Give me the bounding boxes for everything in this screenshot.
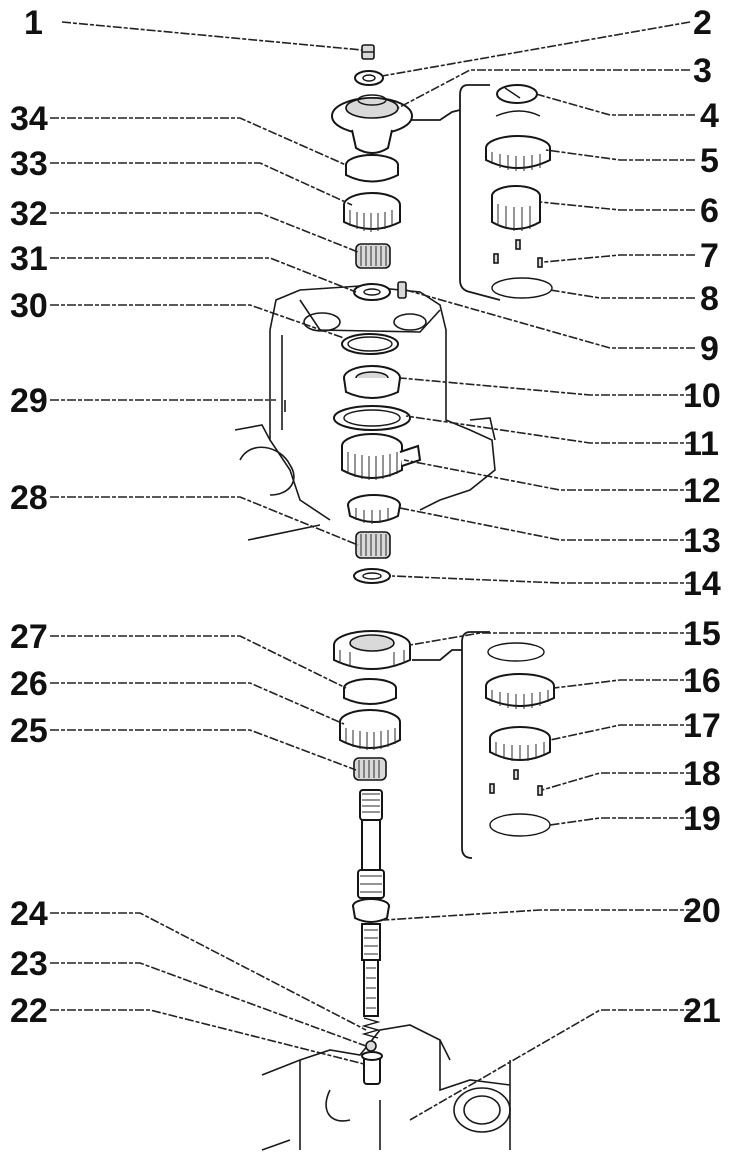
- part-7-detent-pins: [493, 239, 543, 268]
- callout-6: 6: [700, 192, 719, 230]
- part-14-washer: [353, 568, 391, 584]
- callout-7: 7: [700, 237, 719, 275]
- part-32-needle-bearing: [355, 243, 391, 269]
- part-30-ring: [341, 333, 399, 355]
- callout-11: 11: [683, 425, 719, 463]
- callout-30: 30: [10, 287, 48, 325]
- part-23-ball: [365, 1040, 377, 1052]
- part-12-gear-assembly: [341, 433, 422, 480]
- callout-20: 20: [683, 892, 721, 930]
- part-4-clip: [495, 84, 541, 117]
- callout-17: 17: [683, 707, 721, 745]
- part-8-snap-ring: [491, 277, 553, 299]
- callout-1: 1: [24, 4, 43, 42]
- callout-23: 23: [10, 945, 48, 983]
- part-27-ring: [343, 678, 397, 705]
- callout-31: 31: [10, 240, 48, 278]
- part-10-bearing: [343, 365, 401, 399]
- part-19-snap-ring: [489, 813, 551, 837]
- callout-18: 18: [683, 755, 721, 793]
- callout-29: 29: [10, 382, 48, 420]
- callout-19: 19: [683, 800, 721, 838]
- part-24-spring: [361, 1017, 381, 1039]
- part-18-detent-pins: [489, 769, 543, 796]
- callout-22: 22: [10, 992, 48, 1030]
- callout-24: 24: [10, 895, 48, 933]
- callout-16: 16: [683, 662, 721, 700]
- part-5-needle-cage: [485, 135, 551, 171]
- callout-5: 5: [700, 142, 719, 180]
- callout-2: 2: [693, 4, 712, 42]
- callout-32: 32: [10, 195, 48, 233]
- callout-10: 10: [683, 377, 721, 415]
- part-34-ring: [345, 154, 399, 183]
- callout-21: 21: [683, 992, 721, 1030]
- part-1-screw: [361, 44, 375, 60]
- callout-numbers: 1 2 3 4 5 6 7 8 9 10 11 12 13 14 15 16 1…: [10, 4, 721, 1030]
- part-26-gear: [339, 709, 401, 750]
- callout-8: 8: [700, 280, 719, 318]
- callout-12: 12: [683, 472, 721, 510]
- callout-34: 34: [10, 100, 48, 138]
- part-9-pin: [397, 281, 407, 299]
- part-16-needle-cage: [485, 642, 555, 709]
- upper-detail-bracket: [459, 84, 501, 301]
- part-33-gear: [343, 192, 401, 232]
- callout-3: 3: [693, 52, 712, 90]
- part-20-main-shaft: [352, 789, 390, 1017]
- part-3-hub: [331, 94, 413, 154]
- callout-26: 26: [10, 665, 48, 703]
- part-22-plunger: [361, 1051, 383, 1085]
- callout-15: 15: [683, 615, 721, 653]
- part-2-washer: [354, 70, 384, 86]
- part-15-hub: [333, 630, 411, 670]
- lower-housing: [261, 1024, 511, 1151]
- callout-33: 33: [10, 145, 48, 183]
- part-13-bearing: [347, 494, 401, 524]
- callout-9: 9: [700, 330, 719, 368]
- lower-detail-bracket: [461, 631, 490, 859]
- part-6-synchro-hub: [491, 185, 541, 231]
- callout-13: 13: [683, 522, 721, 560]
- part-31-washer: [353, 283, 391, 301]
- leader-lines: [50, 21, 695, 1121]
- callout-14: 14: [683, 565, 721, 603]
- callout-25: 25: [10, 712, 48, 750]
- part-25-needle-bearing: [353, 757, 387, 781]
- callout-27: 27: [10, 618, 48, 656]
- part-11-seal: [333, 405, 411, 431]
- callout-28: 28: [10, 479, 48, 517]
- part-28-needle-bearing: [355, 531, 391, 559]
- part-17-synchro-hub: [489, 726, 551, 761]
- callout-4: 4: [700, 97, 719, 135]
